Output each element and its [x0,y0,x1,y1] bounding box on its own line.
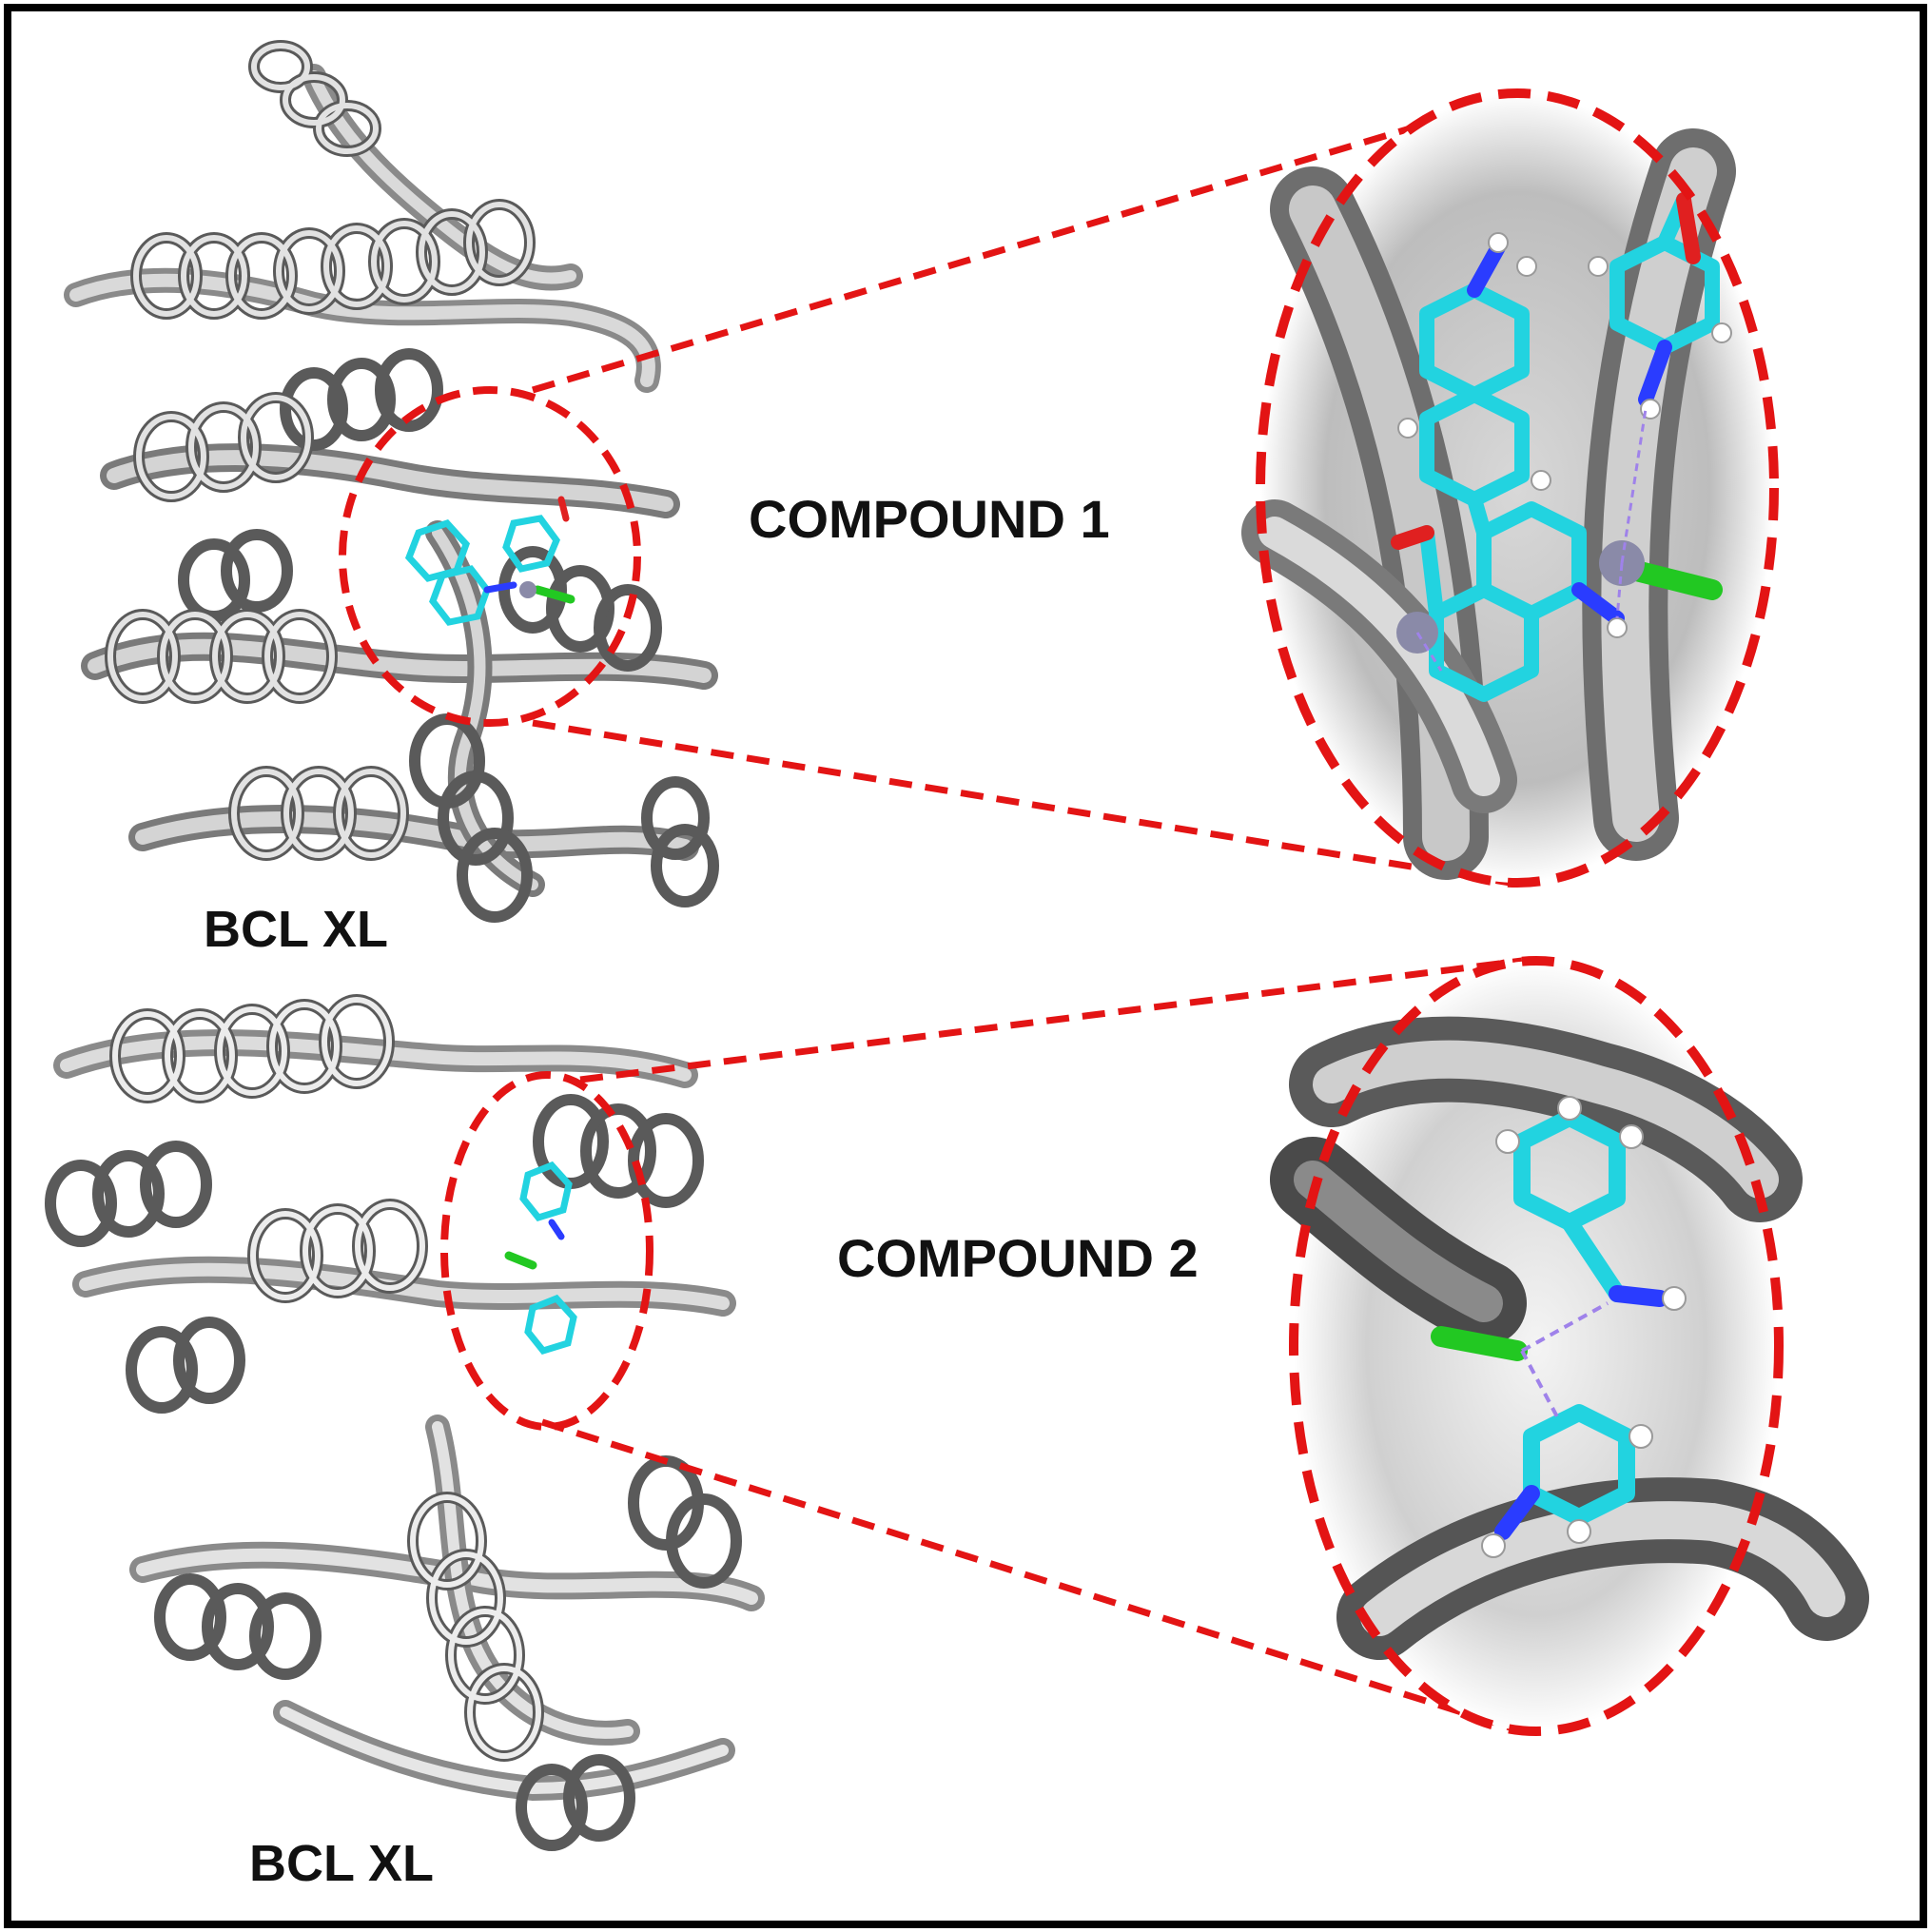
zoom-connector-1 [532,91,1523,888]
helix-coils-2 [45,994,742,1851]
zoom-view-1 [1241,93,1774,883]
zoom-connector-2 [540,957,1524,1735]
zoom-view-2 [1270,961,1869,1731]
binding-site-circle-1 [339,386,641,727]
protein-2-label: BCL XL [249,1835,434,1892]
protein-1-label: BCL XL [204,901,388,958]
ligand-in-pocket-2 [504,1161,577,1356]
zoom-circle-2 [1289,956,1784,1736]
compound-1-label: COMPOUND 1 [749,489,1110,549]
compound-2-label: COMPOUND 2 [837,1228,1199,1288]
binding-site-circle-2 [440,1071,653,1431]
ligand-in-pocket-1 [404,496,575,626]
zoom-circle-1 [1256,88,1779,888]
helix-coils-1 [105,40,719,923]
